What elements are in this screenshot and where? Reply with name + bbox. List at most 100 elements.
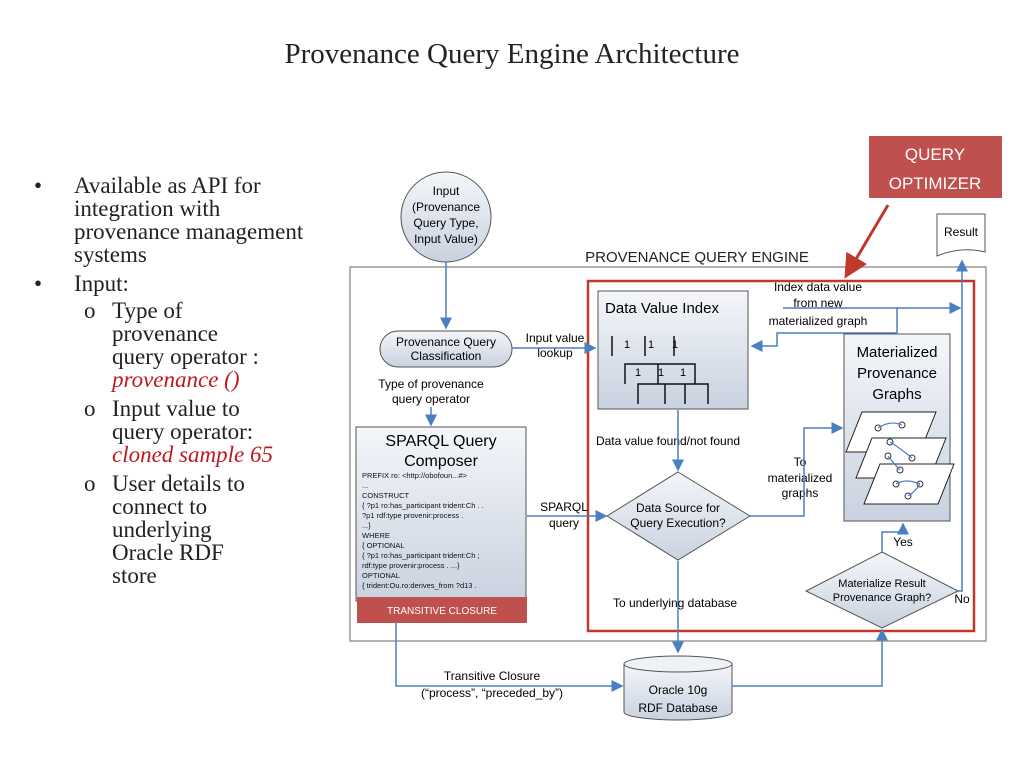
sparql-code-line: WHERE <box>362 531 390 540</box>
sub-bullet-line: underlying <box>112 517 212 542</box>
input-node-line: Query Type, <box>413 216 478 230</box>
data-source-line: Query Execution? <box>630 516 726 530</box>
bullet-text: Available as API for integration with pr… <box>74 173 304 267</box>
sparql-title: SPARQL Query <box>385 433 496 450</box>
to-materialized-label: graphs <box>782 486 819 500</box>
sub-bullet-line: Type of <box>112 298 183 323</box>
no-label: No <box>954 592 970 606</box>
sparql-code-line: rdf:type provenir:process . ...} <box>362 561 460 570</box>
input-node-line: (Provenance <box>412 200 480 214</box>
index-bit: 1 <box>624 339 630 351</box>
sub-bullet-line: store <box>112 563 157 588</box>
data-source-decision <box>606 471 751 561</box>
optimizer-callout-line: QUERY <box>905 145 965 164</box>
materialized-title: Materialized <box>857 344 938 361</box>
sparql-code-line: { trident:Ou.ro:derives_from ?d13 . <box>362 581 477 590</box>
materialize-decision <box>804 551 960 629</box>
database-line: Oracle 10g <box>649 683 708 697</box>
sparql-code: PREFIX ro: <http://obofoun...#> ... CONS… <box>362 471 484 590</box>
sub-bullet-line: query operator: <box>112 419 254 444</box>
graph-stack-icon <box>845 411 955 505</box>
index-bit: 1 <box>658 367 664 379</box>
optimizer-callout <box>869 136 1002 198</box>
type-label: query operator <box>392 392 470 406</box>
classification-line: Classification <box>411 349 482 363</box>
index-title: Data Value Index <box>605 300 719 317</box>
bullet-dot-icon: • <box>34 271 43 296</box>
flow-arrow <box>750 332 897 352</box>
optimizer-pointer-arrow <box>844 204 890 279</box>
engine-label: PROVENANCE QUERY ENGINE <box>585 249 809 266</box>
index-update-label: from new <box>793 296 843 310</box>
bullet-text: Input: <box>74 271 129 296</box>
to-materialized-label: materialized <box>768 471 833 485</box>
materialized-title: Provenance <box>857 365 937 382</box>
materialized-title: Graphs <box>872 386 921 403</box>
bullet-list: • Available as API for integration with … <box>34 174 324 587</box>
data-value-index <box>597 290 749 410</box>
flow-arrow <box>732 628 888 687</box>
flow-arrow <box>881 522 909 552</box>
input-node-line: Input Value) <box>414 232 478 246</box>
data-source-line: Data Source for <box>636 501 720 515</box>
bullet-dot-icon: • <box>34 173 43 198</box>
engine-frame <box>349 266 987 642</box>
lookup-label: Input value <box>526 331 585 345</box>
sub-bullet-item: o Type of provenance query operator : pr… <box>84 299 324 391</box>
database-icon <box>623 655 733 721</box>
sub-bullet-line: query operator : <box>112 344 259 369</box>
sub-bullet-line: Input value to <box>112 396 240 421</box>
sparql-code-line: { ?p1 ro:has_participant trident:Ch ; <box>362 551 480 560</box>
circle-bullet-icon: o <box>84 396 96 421</box>
flow-arrow <box>750 422 844 517</box>
index-bit: 1 <box>648 339 654 351</box>
index-tree-icon <box>611 336 709 404</box>
sub-bullet-item: o Input value to query operator: cloned … <box>84 397 324 466</box>
optimizer-callout-line: OPTIMIZER <box>889 174 982 193</box>
sub-bullet-line: Oracle RDF <box>112 540 224 565</box>
materialize-line: Provenance Graph? <box>833 592 931 604</box>
sparql-title: Composer <box>404 453 478 470</box>
sub-bullet-item: o User details to connect to underlying … <box>84 472 324 587</box>
classification-line: Provenance Query <box>396 335 496 349</box>
operator-example: provenance () <box>112 367 240 392</box>
materialize-line: Materialize Result <box>838 578 925 590</box>
underlying-label: To underlying database <box>613 596 737 610</box>
sparql-composer <box>355 426 527 602</box>
sparql-code-line: { ?p1 ro:has_participant trident:Ch . . <box>362 501 484 510</box>
input-value-example: cloned sample 65 <box>112 442 273 467</box>
sub-bullet-line: User details to <box>112 471 245 496</box>
yes-label: Yes <box>893 535 913 549</box>
sub-bullet-line: provenance <box>112 321 218 346</box>
input-node-line: Input <box>433 184 460 198</box>
sparql-code-line: ...} <box>362 521 371 530</box>
bullet-item: • Input: <box>34 272 324 295</box>
sparql-code-line: OPTIONAL <box>362 571 400 580</box>
index-bit: 1 <box>635 367 641 379</box>
sparql-query-label: SPARQL <box>540 500 588 514</box>
sparql-code-line: { OPTIONAL <box>362 541 405 550</box>
result-node-label: Result <box>944 225 979 239</box>
sub-bullet-line: connect to <box>112 494 208 519</box>
result-node <box>936 213 986 257</box>
index-bit: 1 <box>680 367 686 379</box>
sparql-code-line: CONSTRUCT <box>362 491 409 500</box>
lookup-label: lookup <box>537 346 573 360</box>
transitive-closure-badge <box>357 597 527 623</box>
optimizer-region <box>586 279 976 633</box>
index-bit: 1 <box>672 339 678 351</box>
sparql-query-label: query <box>549 516 579 530</box>
slide-title: Provenance Query Engine Architecture <box>284 38 740 70</box>
flow-arrow <box>395 622 624 692</box>
transitive-label: Transitive Closure <box>444 669 541 683</box>
found-label: Data value found/not found <box>596 434 740 448</box>
circle-bullet-icon: o <box>84 471 96 496</box>
type-label: Type of provenance <box>378 377 484 391</box>
sparql-code-line: PREFIX ro: <http://obofoun...#> <box>362 471 468 480</box>
classification-node <box>379 330 513 368</box>
transitive-label: (“process”, “preceded_by”) <box>421 686 563 700</box>
index-update-label: Index data value <box>774 280 862 294</box>
sparql-code-line: ?p1 rdf:type provenir:process . <box>362 511 463 520</box>
sparql-code-line: ... <box>362 481 368 490</box>
